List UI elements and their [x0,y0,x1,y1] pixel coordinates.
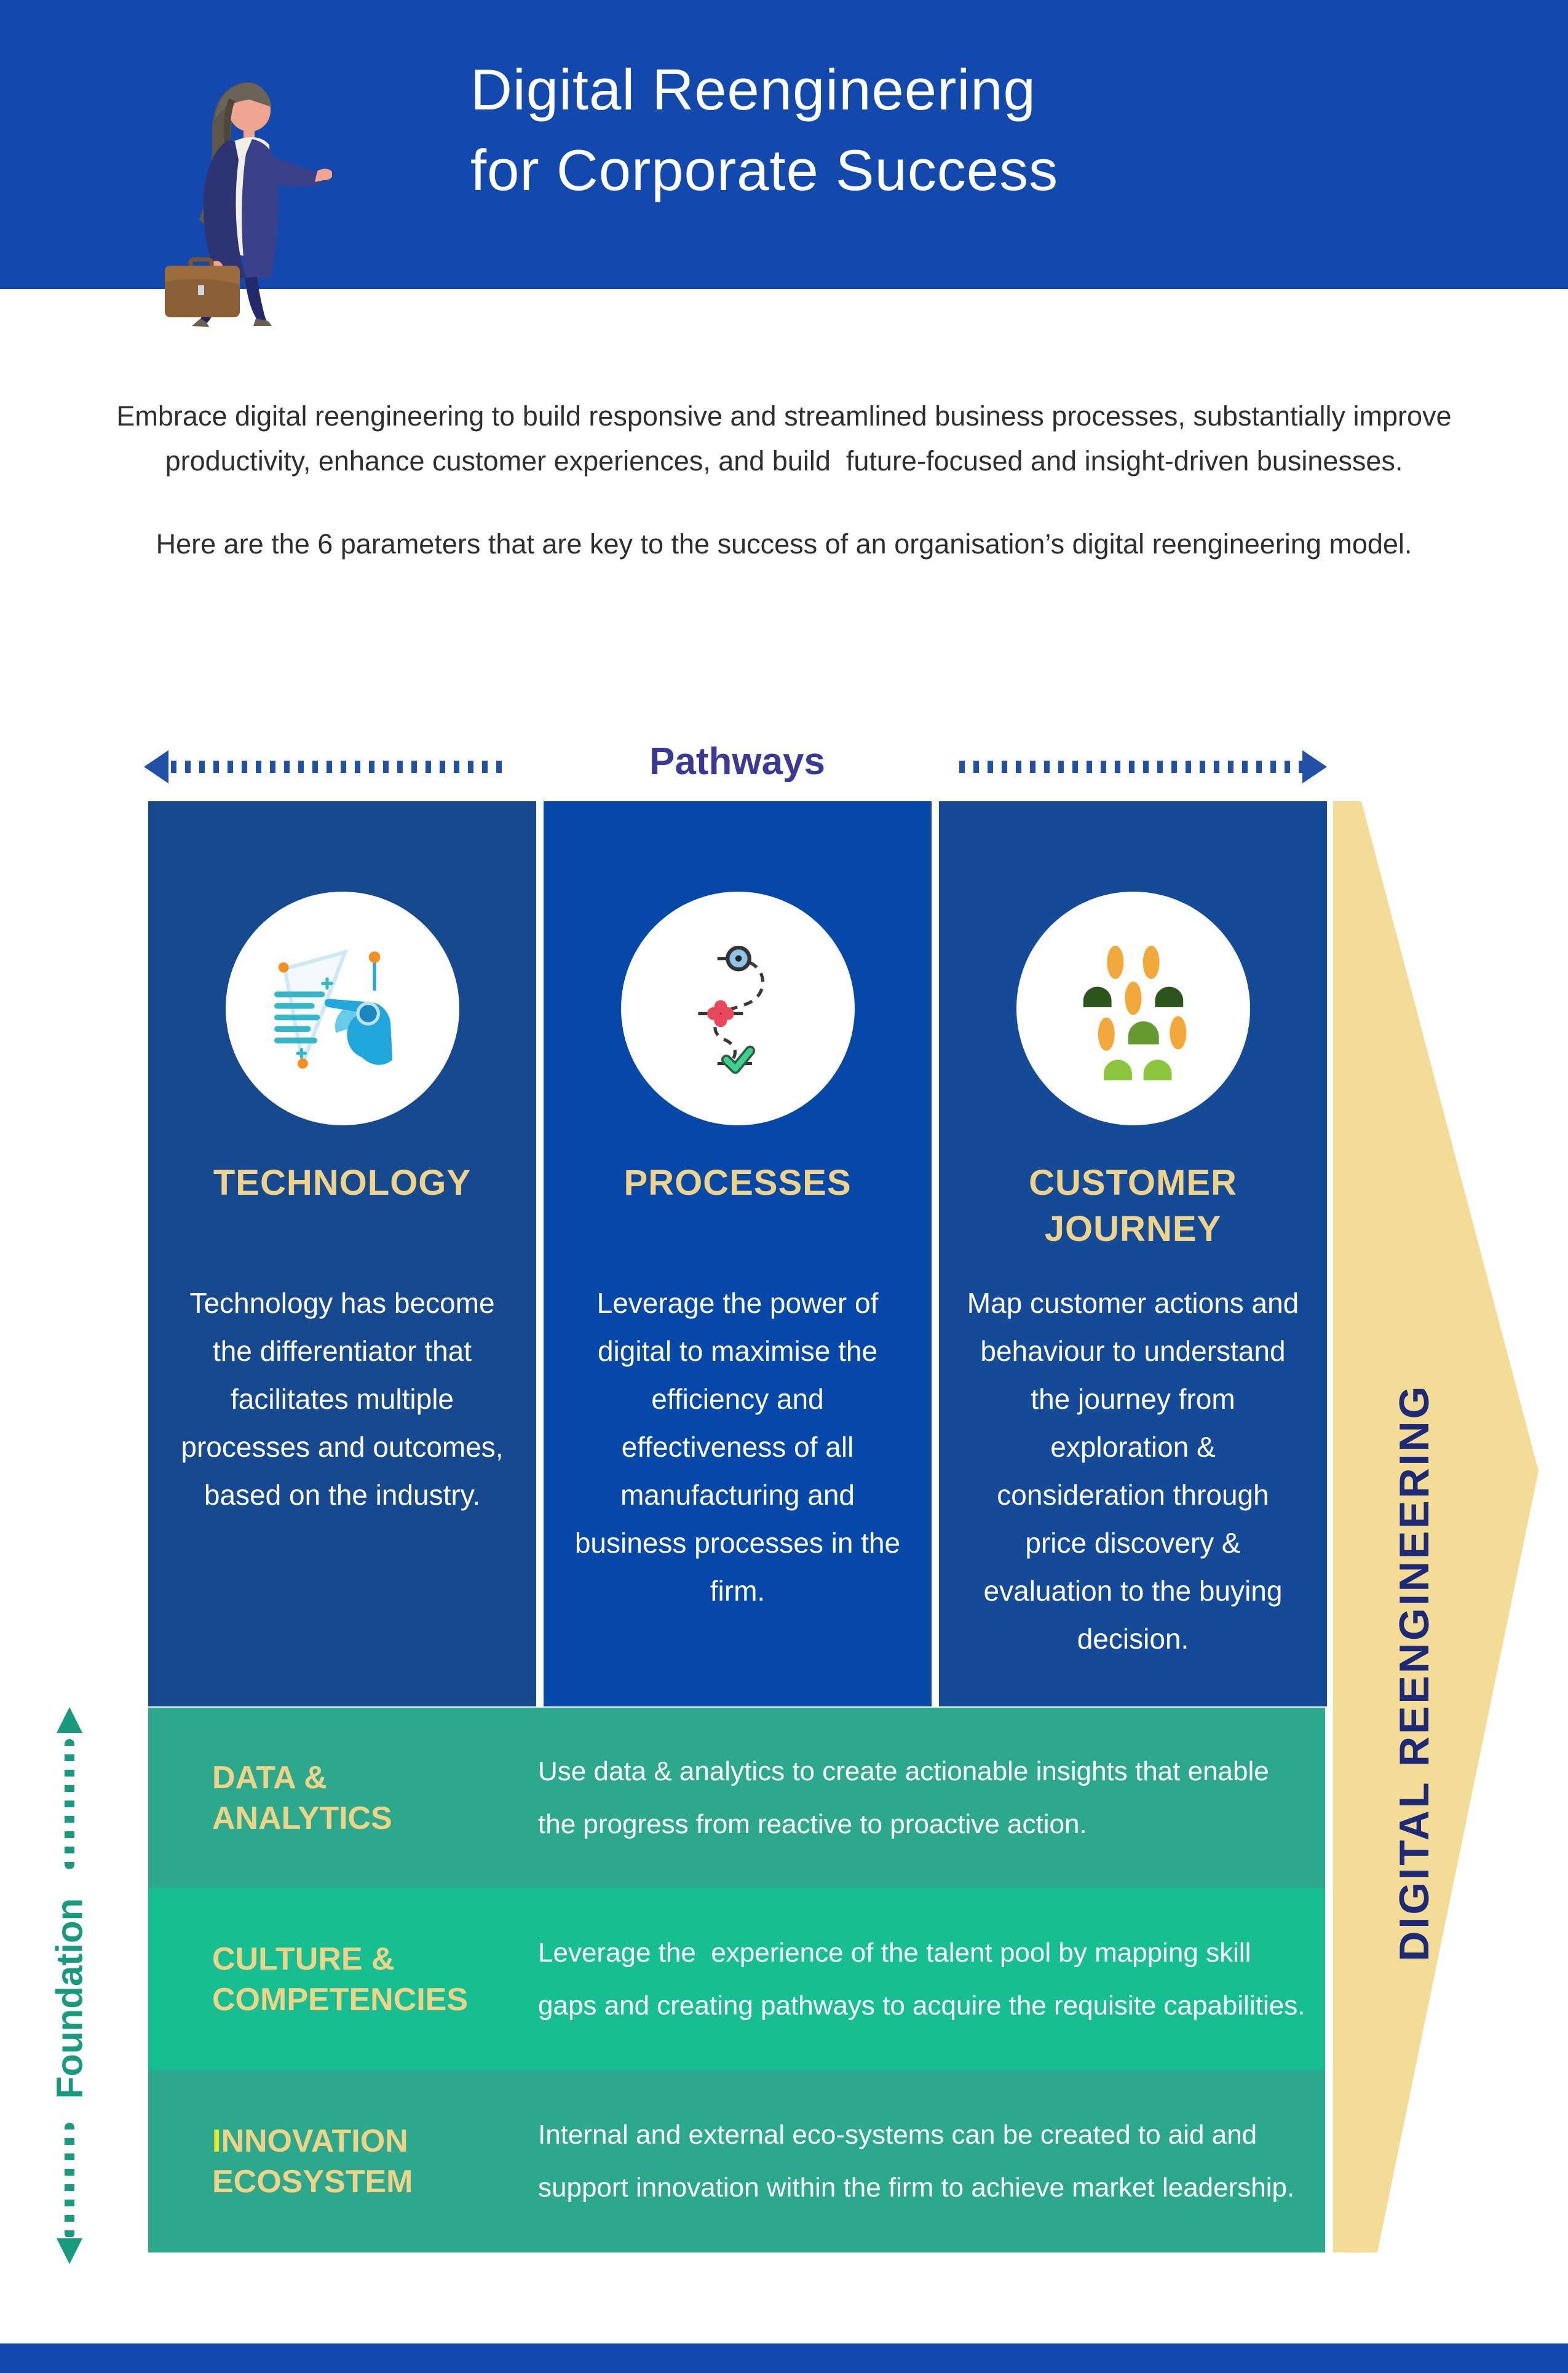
trouser-right [245,277,267,322]
pathways-dotted-line-left [171,761,505,773]
row-body-data-analytics: Use data & analytics to create actionabl… [538,1756,1277,1839]
process-route-icon [697,945,764,1074]
intro-paragraph-1: Embrace digital reengineering to build r… [116,400,1460,477]
foundation-arrowhead-up-icon [57,1707,82,1733]
businesswoman-illustration [165,82,332,327]
row-innovation-ecosystem: INNOVATION ECOSYSTEM Internal and extern… [148,2070,1325,2252]
customer-group-icon [1083,945,1186,1080]
row-culture-competencies: CULTURE & COMPETENCIES Leverage the expe… [148,1888,1325,2070]
column-body-processes: Leverage the power of digital to maximis… [574,1287,901,1607]
processes-icon-circle [620,892,855,1125]
column-customer-journey: CUSTOMER JOURNEY Map customer actions an… [939,801,1327,1706]
shoe-left [192,319,209,327]
row-title-innovation-ecosystem: INNOVATION ECOSYSTEM [212,2123,413,2200]
pathways-label: Pathways [649,740,826,783]
pathways-dotted-line-right [959,761,1302,773]
foundation-arrowhead-down-icon [57,2238,82,2264]
row-title-data-analytics: DATA & ANALYTICS [212,1759,392,1836]
pathways-arrowhead-left-icon [144,750,168,783]
shoe-right [253,319,272,326]
column-technology: TECHNOLOGY Technology has become the dif… [148,801,536,1706]
technology-icon-circle [225,892,459,1125]
column-title-technology: TECHNOLOGY [213,1163,472,1203]
column-processes: PROCESSES Leverage the power of digital … [544,801,932,1706]
technology-hand-icon [274,949,392,1071]
blazer-left [203,140,246,278]
column-title-processes: PROCESSES [624,1163,852,1203]
briefcase-clasp [198,285,204,295]
foundation-dotted-line-top [65,1739,74,1869]
hair-side [223,98,235,154]
customer-journey-icon-circle [1016,892,1250,1125]
intro-paragraph-2: Here are the 6 parameters that are key t… [156,528,1412,560]
foundation-dotted-line-bottom [65,2123,74,2238]
column-title-customer-journey: CUSTOMER JOURNEY [1029,1163,1237,1249]
column-body-technology: Technology has become the differentiator… [181,1287,504,1511]
intro-section: Embrace digital reengineering to build r… [108,394,1460,566]
row-data-analytics: DATA & ANALYTICS Use data & analytics to… [148,1708,1325,1888]
blazer-arm [250,153,321,187]
column-body-customer-journey: Map customer actions and behaviour to un… [967,1287,1299,1655]
page-title: Digital Reengineering for Corporate Succ… [470,49,1058,210]
foundation-label: Foundation [49,1898,90,2099]
footer-bar [0,2343,1568,2373]
pathways-arrowhead-right-icon [1302,750,1327,783]
row-title-culture-competencies: CULTURE & COMPETENCIES [212,1941,469,2018]
briefcase-flap [165,266,240,284]
page-title-line1: Digital Reengineering [470,57,1036,122]
hair-top [215,82,272,119]
digital-reengineering-label: DIGITAL REENGINEERING [1391,1384,1438,1962]
page-title-line2: for Corporate Success [470,138,1059,202]
row-body-culture-competencies: Leverage the experience of the talent po… [538,1937,1305,2021]
row-body-innovation-ecosystem: Internal and external eco-systems can be… [538,2120,1295,2203]
pointing-hand [315,168,332,182]
